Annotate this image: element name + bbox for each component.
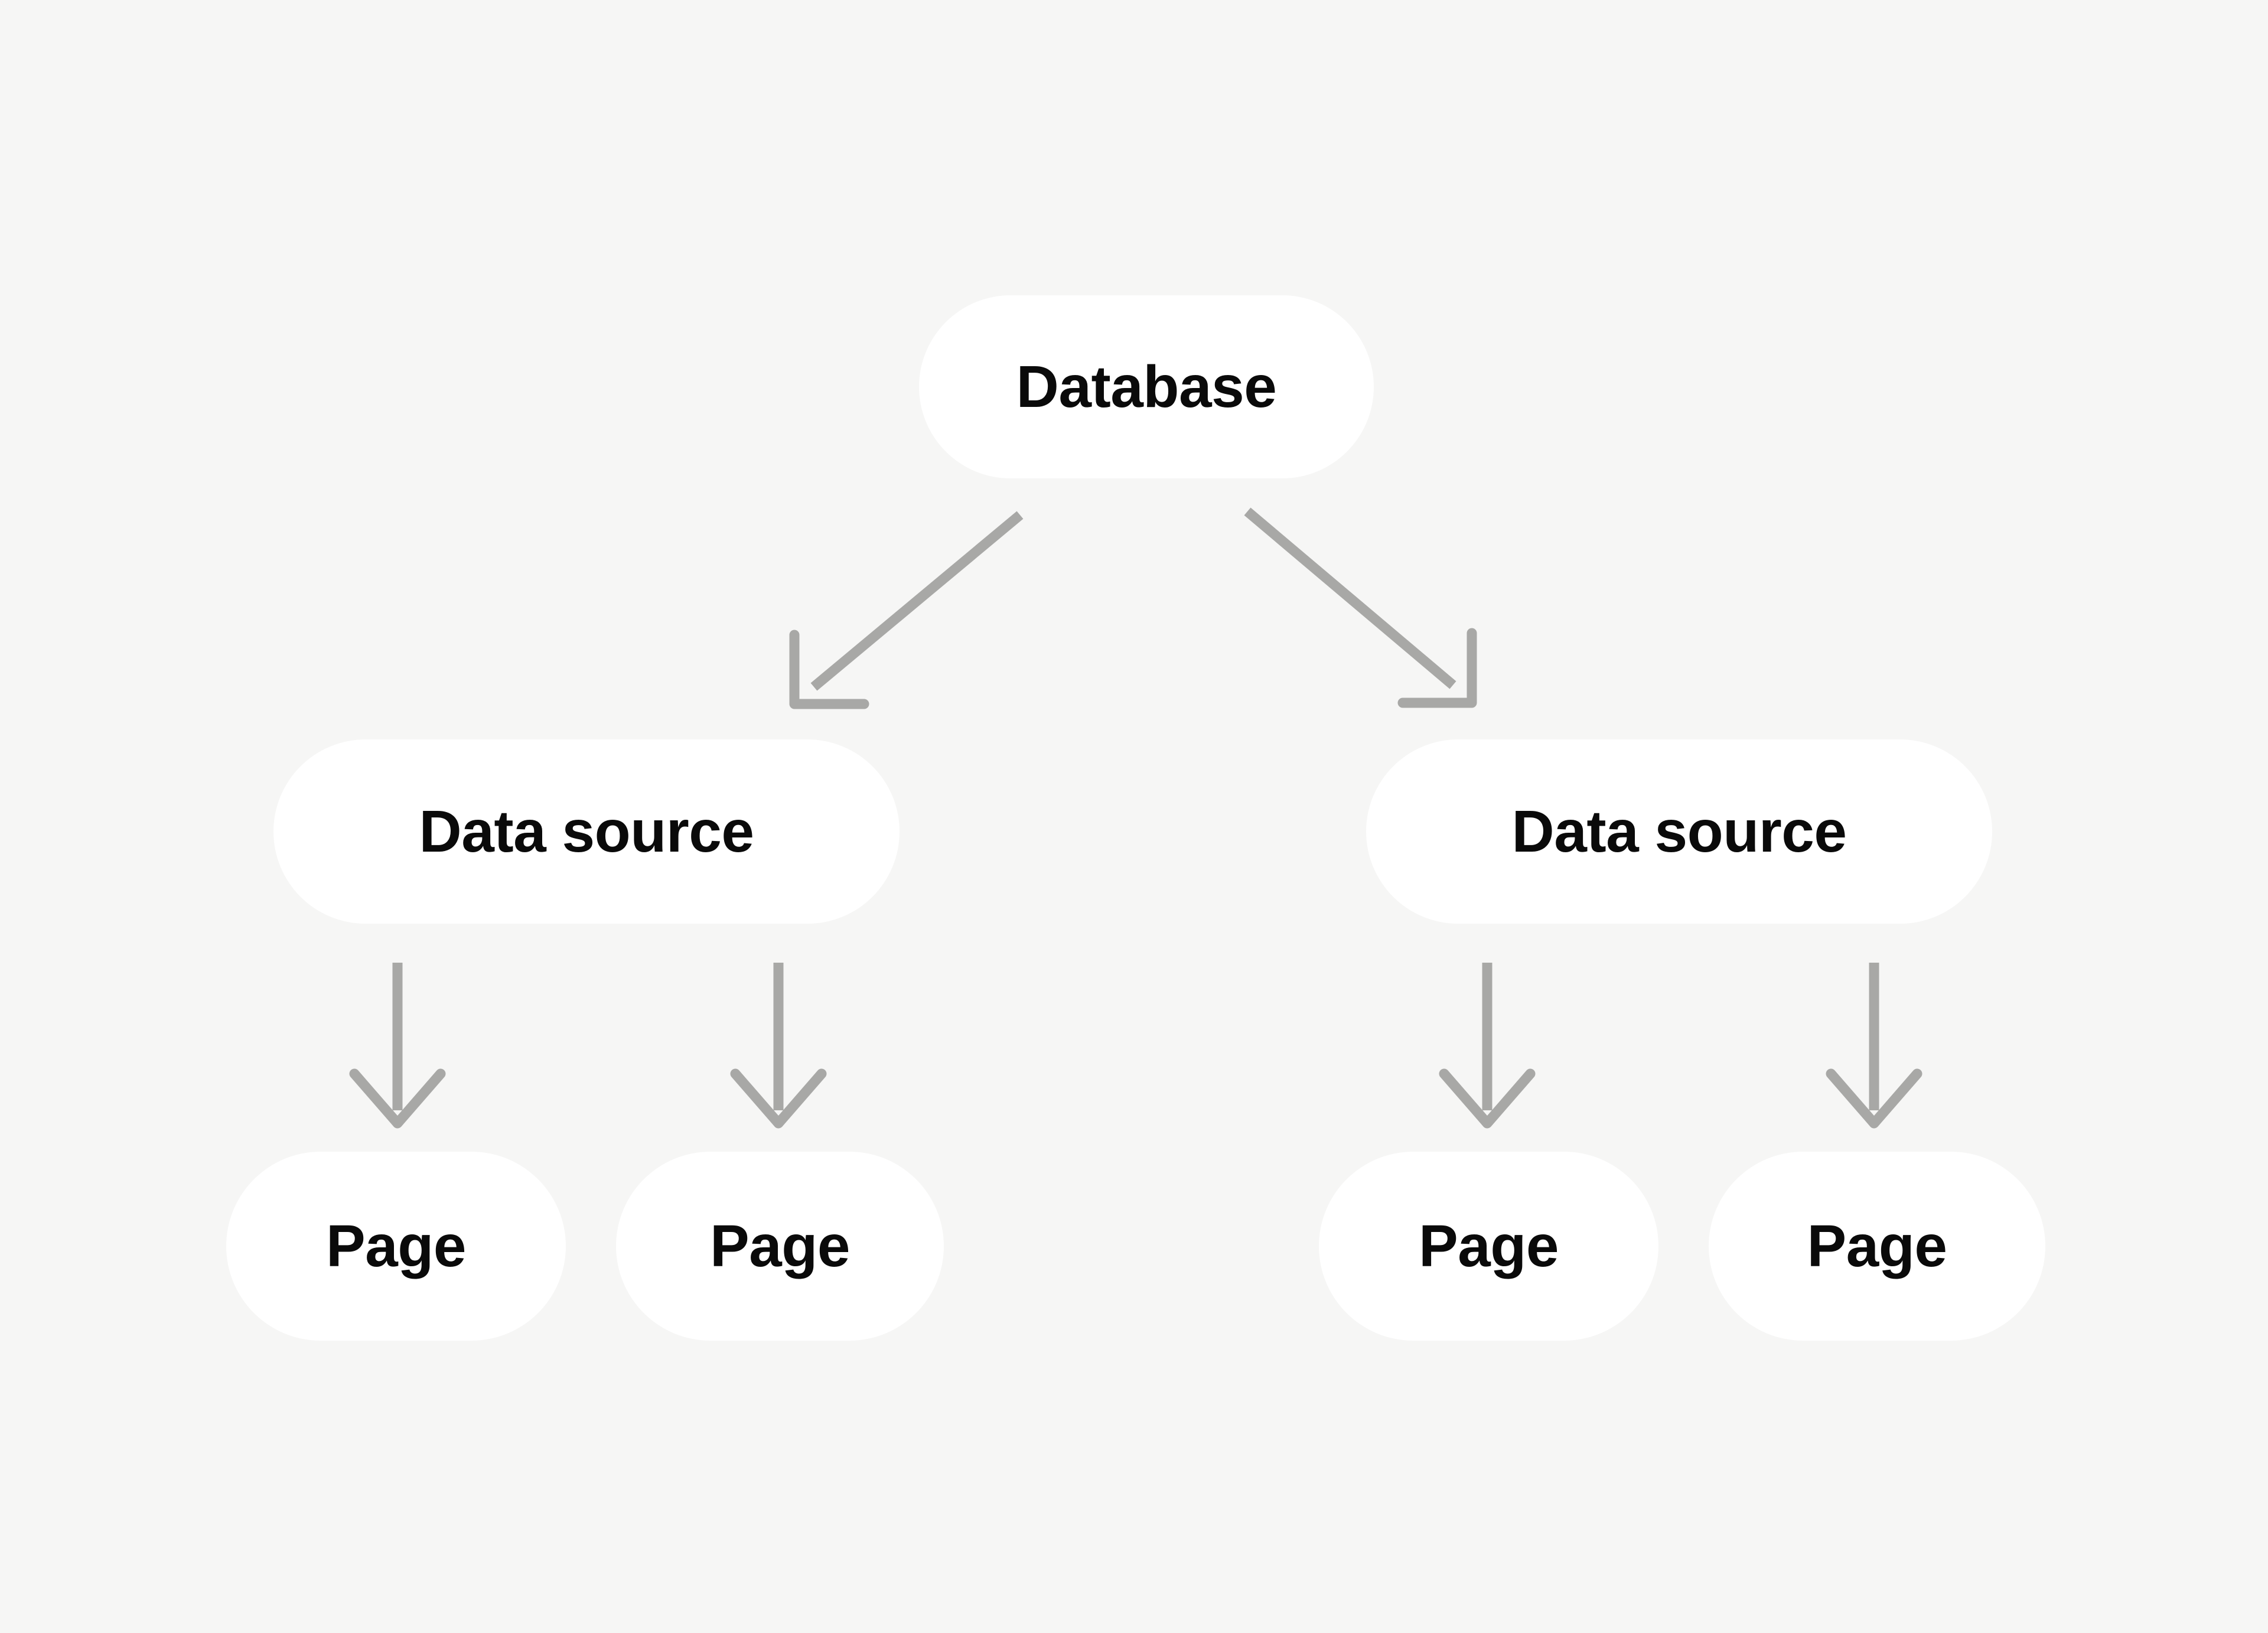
edge-data-source-right-to-page-3 [1439, 963, 1536, 1129]
edge-data-source-left-to-page-1 [349, 963, 446, 1129]
edge-data-source-left-to-page-2 [730, 963, 827, 1129]
node-database-label: Database [1016, 354, 1277, 420]
node-page-1-label: Page [325, 1213, 467, 1279]
node-page-4[interactable]: Page [1709, 1152, 2045, 1341]
node-page-3-label: Page [1418, 1213, 1559, 1279]
node-data-source-right-label: Data source [1511, 798, 1847, 865]
edge-data-source-right-to-page-4 [1826, 963, 1922, 1129]
edge-database-to-data-source-right [1244, 507, 1477, 708]
node-data-source-left[interactable]: Data source [273, 739, 900, 924]
node-page-2-label: Page [709, 1213, 850, 1279]
node-data-source-left-label: Data source [419, 798, 754, 865]
node-page-4-label: Page [1807, 1213, 1947, 1279]
node-page-3[interactable]: Page [1319, 1152, 1658, 1341]
edge-database-to-data-source-left [789, 511, 1024, 709]
node-data-source-right[interactable]: Data source [1366, 739, 1992, 924]
node-page-1[interactable]: Page [226, 1152, 566, 1341]
node-database[interactable]: Database [919, 295, 1374, 478]
node-page-2[interactable]: Page [616, 1152, 944, 1341]
